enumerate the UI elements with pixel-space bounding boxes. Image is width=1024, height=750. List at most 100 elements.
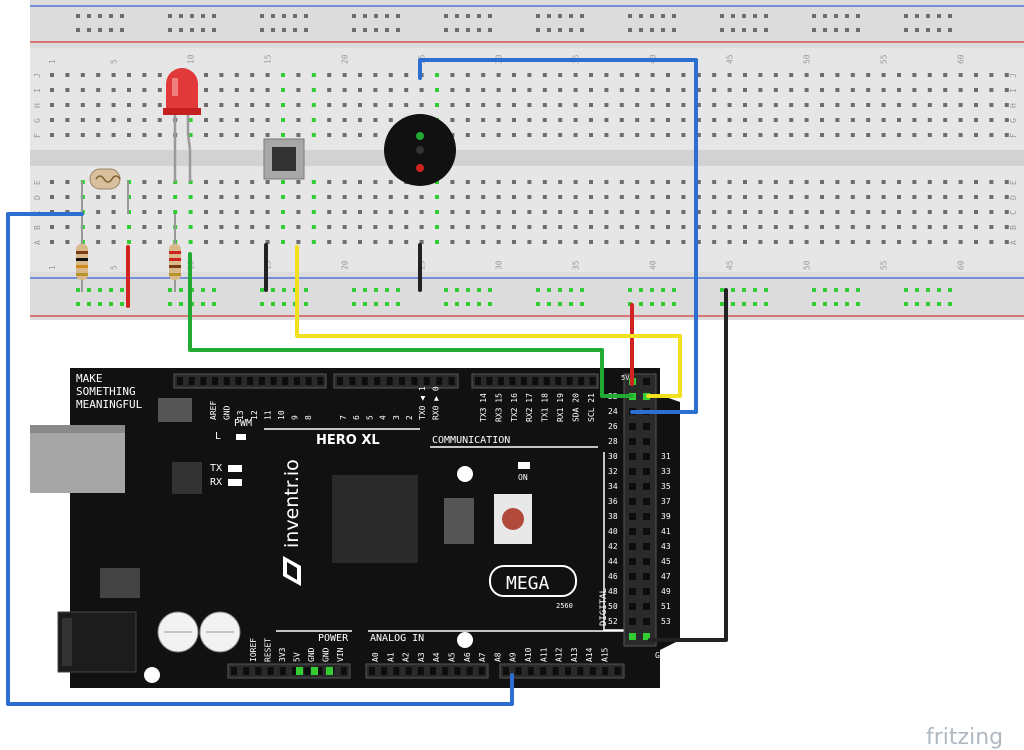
digital-pin[interactable] [643, 453, 650, 460]
header-pin[interactable] [577, 667, 584, 675]
digital-pin[interactable] [643, 438, 650, 445]
header-pin[interactable] [478, 667, 485, 675]
breadboard-hole [419, 103, 424, 107]
header-pin[interactable] [602, 667, 609, 675]
digital-pin[interactable] [643, 513, 650, 520]
header-pin[interactable] [509, 377, 516, 385]
digital-pin[interactable] [643, 498, 650, 505]
header-pin[interactable] [223, 377, 230, 385]
digital-pin[interactable] [643, 558, 650, 565]
header-pin[interactable] [552, 667, 559, 675]
digital-pin[interactable] [629, 468, 636, 475]
header-pin[interactable] [337, 377, 343, 385]
header-pin[interactable] [614, 667, 621, 675]
header-pin[interactable] [340, 667, 347, 675]
header-pin[interactable] [527, 667, 534, 675]
digital-pin[interactable] [629, 558, 636, 565]
header-pin[interactable] [243, 667, 250, 675]
digital-pin[interactable] [629, 588, 636, 595]
header-pin[interactable] [292, 667, 298, 675]
header-pin[interactable] [212, 377, 219, 385]
header-pin[interactable] [503, 667, 509, 675]
power-pin-active[interactable] [296, 667, 303, 675]
digital-pin[interactable] [643, 573, 650, 580]
header-pin[interactable] [417, 667, 424, 675]
header-pin[interactable] [555, 377, 562, 385]
digital-pin[interactable] [629, 528, 636, 535]
header-pin[interactable] [293, 377, 300, 385]
header-pin[interactable] [540, 667, 547, 675]
header-pin[interactable] [454, 667, 461, 675]
breadboard-hole [866, 73, 871, 77]
digital-pin[interactable] [629, 618, 636, 625]
digital-pin[interactable] [643, 603, 650, 610]
header-pin[interactable] [532, 377, 539, 385]
header-pin[interactable] [566, 377, 573, 385]
header-pin[interactable] [369, 667, 375, 675]
digital-pin[interactable] [629, 543, 636, 550]
header-pin[interactable] [316, 667, 323, 675]
header-pin[interactable] [578, 377, 585, 385]
digital-pin[interactable] [643, 543, 650, 550]
header-pin[interactable] [405, 667, 412, 675]
digital-pin[interactable] [629, 603, 636, 610]
header-pin[interactable] [497, 377, 504, 385]
header-pin[interactable] [349, 377, 356, 385]
header-pin[interactable] [255, 667, 262, 675]
header-pin[interactable] [442, 667, 449, 675]
digital-pin[interactable] [643, 423, 650, 430]
header-pin[interactable] [200, 377, 207, 385]
header-pin[interactable] [411, 377, 418, 385]
digital-pin[interactable] [629, 633, 636, 640]
header-pin[interactable] [177, 377, 183, 385]
header-pin[interactable] [520, 377, 527, 385]
header-pin[interactable] [231, 667, 237, 675]
header-pin[interactable] [258, 377, 265, 385]
header-pin[interactable] [448, 377, 455, 385]
header-pin[interactable] [235, 377, 242, 385]
header-pin[interactable] [393, 667, 400, 675]
header-pin[interactable] [305, 377, 312, 385]
header-pin[interactable] [475, 377, 481, 385]
header-pin[interactable] [304, 667, 311, 675]
header-pin[interactable] [270, 377, 277, 385]
header-pin[interactable] [399, 377, 405, 385]
header-pin[interactable] [430, 667, 436, 675]
digital-pin[interactable] [629, 513, 636, 520]
header-pin[interactable] [543, 377, 550, 385]
digital-pin[interactable] [629, 423, 636, 430]
digital-pin[interactable] [643, 618, 650, 625]
digital-pin[interactable] [643, 588, 650, 595]
digital-pin[interactable] [629, 453, 636, 460]
header-pin[interactable] [565, 667, 571, 675]
power-pin-active[interactable] [311, 667, 318, 675]
power-pin-active[interactable] [326, 667, 333, 675]
digital-pin[interactable] [643, 483, 650, 490]
header-pin[interactable] [279, 667, 286, 675]
digital-pin[interactable] [629, 438, 636, 445]
header-pin[interactable] [486, 377, 493, 385]
header-pin[interactable] [282, 377, 289, 385]
header-pin[interactable] [515, 667, 522, 675]
header-pin[interactable] [589, 377, 596, 385]
digital-pin[interactable] [643, 633, 650, 640]
digital-pin[interactable] [629, 573, 636, 580]
header-pin[interactable] [381, 667, 388, 675]
header-pin[interactable] [466, 667, 473, 675]
digital-pin[interactable] [643, 468, 650, 475]
header-pin[interactable] [361, 377, 368, 385]
digital-pin[interactable] [629, 498, 636, 505]
digital-pin[interactable] [629, 483, 636, 490]
digital-pin[interactable] [643, 378, 650, 385]
reset-button-cap[interactable] [502, 508, 524, 530]
header-pin[interactable] [317, 377, 324, 385]
header-pin[interactable] [423, 377, 430, 385]
header-pin[interactable] [267, 667, 274, 675]
header-pin[interactable] [589, 667, 596, 675]
digital-pin[interactable] [643, 528, 650, 535]
header-pin[interactable] [374, 377, 381, 385]
header-pin[interactable] [247, 377, 254, 385]
header-pin[interactable] [386, 377, 393, 385]
header-pin[interactable] [188, 377, 195, 385]
header-pin[interactable] [436, 377, 443, 385]
